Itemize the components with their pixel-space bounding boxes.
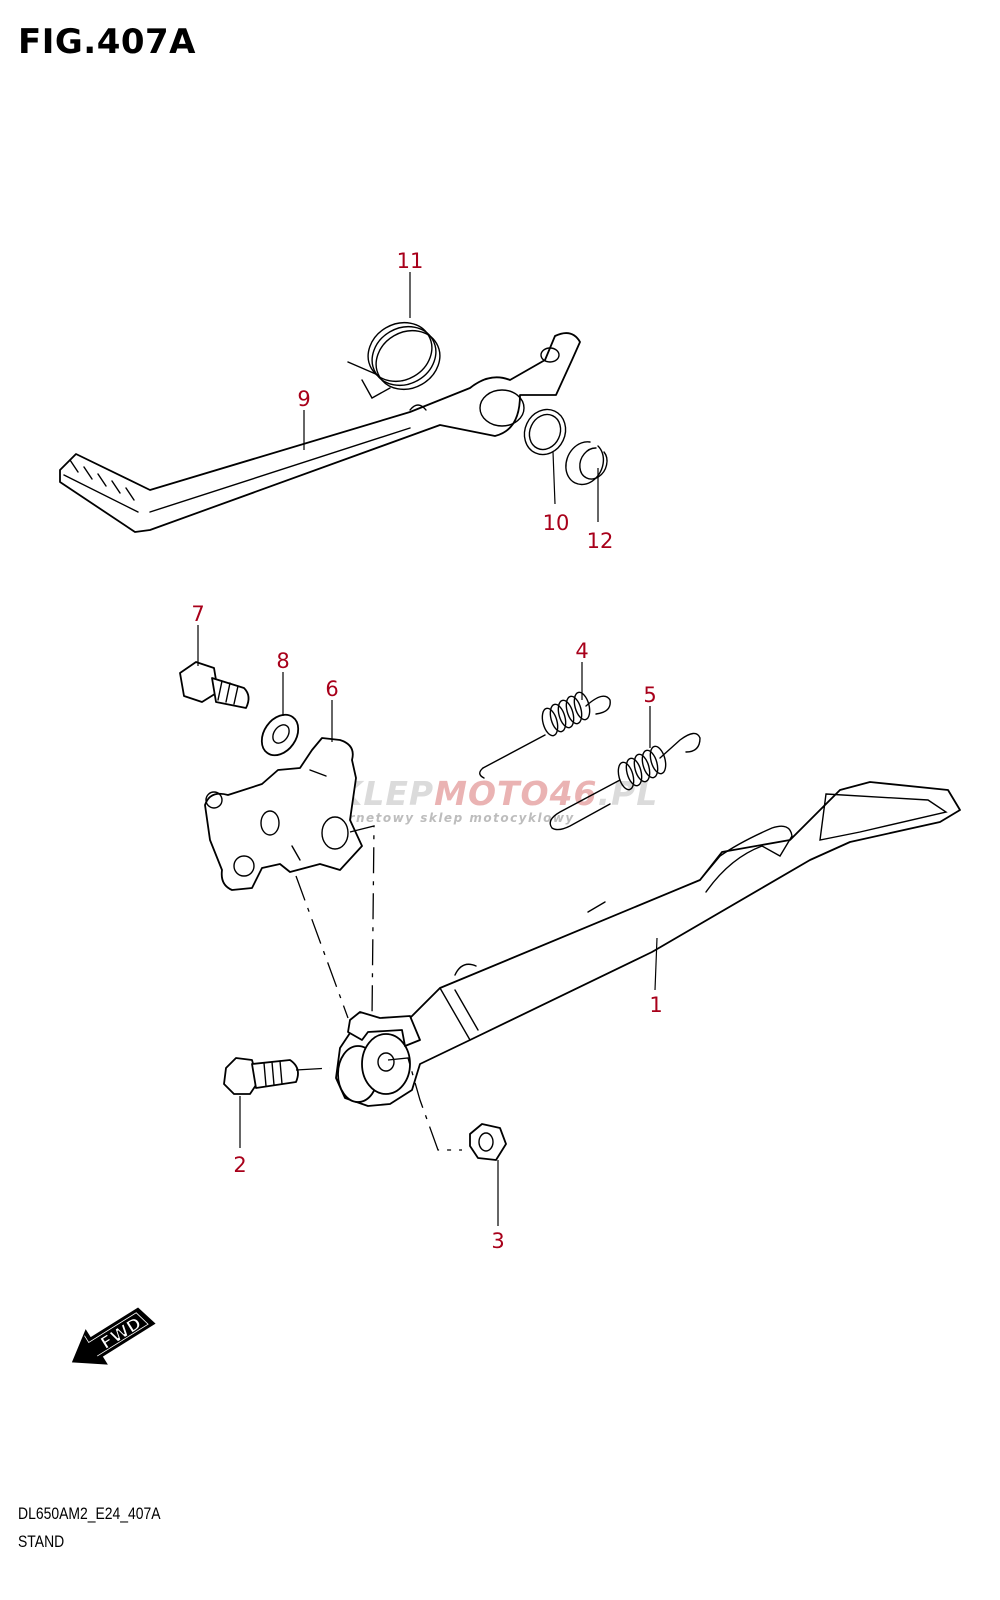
part-10-washer[interactable] bbox=[517, 403, 573, 462]
part-9-pedal[interactable] bbox=[59, 332, 581, 533]
section-name: STAND bbox=[18, 1532, 65, 1551]
watermark-brand-suffix: .PL bbox=[598, 774, 659, 813]
part-8-washer[interactable] bbox=[254, 708, 305, 762]
part-1-side-stand[interactable] bbox=[335, 781, 961, 1107]
watermark: SKLEPMOTO46.PL internetowy sklep motocyk… bbox=[312, 774, 658, 825]
callout-9[interactable]: 9 bbox=[297, 387, 310, 411]
figure-title: FIG.407A bbox=[18, 22, 196, 62]
part-5-spring[interactable] bbox=[549, 732, 701, 831]
callout-7[interactable]: 7 bbox=[191, 602, 204, 626]
part-11-spring[interactable] bbox=[347, 311, 451, 400]
callout-4[interactable]: 4 bbox=[575, 639, 588, 663]
callout-10[interactable]: 10 bbox=[543, 511, 570, 535]
callout-labels: 1 2 3 4 5 6 7 8 9 10 11 12 bbox=[191, 249, 662, 1253]
part-7-bolt[interactable] bbox=[179, 661, 250, 709]
part-3-nut[interactable] bbox=[469, 1123, 507, 1161]
fwd-arrow-icon: FWD bbox=[71, 1307, 156, 1365]
callout-11[interactable]: 11 bbox=[397, 249, 424, 273]
watermark-tagline: internetowy sklep motocyklowy bbox=[316, 811, 575, 825]
assembly-lines bbox=[295, 825, 462, 1151]
callout-6[interactable]: 6 bbox=[325, 677, 338, 701]
svg-text:SKLEPMOTO46.PL: SKLEPMOTO46.PL bbox=[312, 774, 658, 813]
callout-leaders bbox=[197, 272, 658, 1226]
callout-2[interactable]: 2 bbox=[233, 1153, 246, 1177]
callout-12[interactable]: 12 bbox=[587, 529, 614, 553]
watermark-brand-red: MOTO46 bbox=[434, 774, 597, 813]
part-12-circlip[interactable] bbox=[565, 441, 608, 486]
callout-3[interactable]: 3 bbox=[491, 1229, 504, 1253]
callout-5[interactable]: 5 bbox=[643, 683, 656, 707]
callout-1[interactable]: 1 bbox=[649, 993, 662, 1017]
model-code: DL650AM2_E24_407A bbox=[18, 1504, 161, 1523]
callout-8[interactable]: 8 bbox=[276, 649, 289, 673]
part-2-bolt[interactable] bbox=[223, 1057, 299, 1095]
part-4-spring[interactable] bbox=[479, 691, 611, 779]
part-6-bracket[interactable] bbox=[204, 737, 363, 891]
